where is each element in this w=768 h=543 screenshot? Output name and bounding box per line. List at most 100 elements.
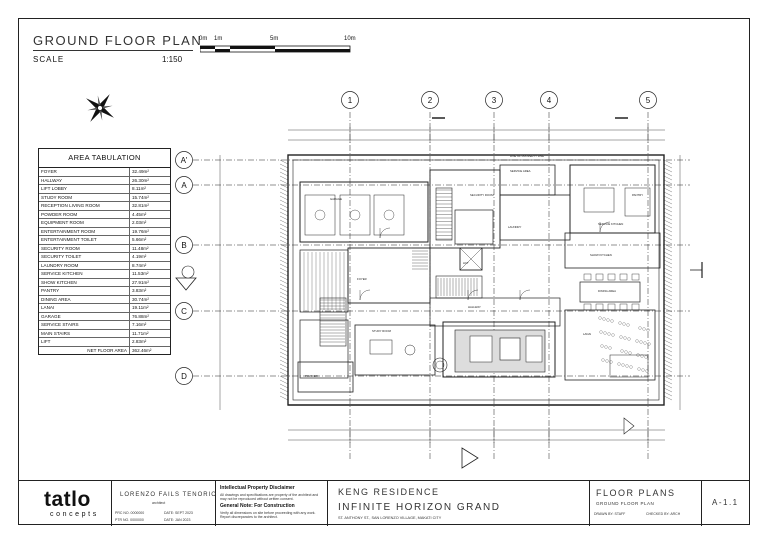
wall-hatch	[279, 235, 289, 241]
wall-hatch	[279, 231, 289, 237]
planting-dot	[628, 351, 632, 355]
gridline-bubble	[175, 302, 193, 320]
gridline-bubble	[175, 176, 193, 194]
wall-hatch	[663, 343, 673, 349]
laundry-room	[499, 194, 571, 241]
wall-hatch	[663, 247, 673, 253]
wall-hatch	[279, 359, 289, 365]
wall-hatch	[279, 207, 289, 213]
wall-hatch	[279, 375, 289, 381]
area-room-value: 8.11m²	[132, 186, 146, 191]
study-chair	[404, 344, 416, 356]
wall-hatch	[663, 315, 673, 321]
area-room-value: 3.83m²	[132, 288, 147, 293]
meta-field: DRAWN BY: STAFF	[594, 512, 626, 516]
powder-room	[297, 361, 354, 393]
service-stairs	[435, 187, 453, 241]
room-label: HALLWAY	[468, 305, 481, 309]
wall-hatch	[279, 351, 289, 357]
gridline-bubble	[639, 91, 657, 109]
lanai	[564, 309, 656, 381]
wall-hatch	[663, 159, 673, 165]
gridline-label: 5	[646, 96, 651, 105]
planting-dot	[617, 362, 621, 366]
ip-disclaimer-title: Intellectual Property Disclaimer	[220, 485, 295, 491]
area-tabulation-title: AREA TABULATION	[39, 149, 170, 168]
car-marker	[314, 209, 326, 221]
wall-hatch	[279, 343, 289, 349]
wall-hatch	[279, 171, 289, 177]
section-marker-icon	[175, 277, 197, 291]
project-cell: KENG RESIDENCE INFINITE HORIZON GRAND ST…	[328, 481, 590, 526]
planting-dot	[602, 317, 606, 321]
gridline-bubble	[421, 91, 439, 109]
round-table	[432, 357, 448, 373]
dining-chair	[619, 303, 628, 311]
planting-dot	[598, 316, 602, 320]
study-room	[354, 324, 436, 376]
area-room-name: SECURITY TOILET	[39, 253, 130, 261]
wall-hatch	[663, 167, 673, 173]
area-room-name: LIFT LOBBY	[39, 185, 130, 193]
wall-hatch	[663, 239, 673, 245]
planting-dot	[646, 328, 650, 332]
room-label: LAUNDRY	[508, 225, 521, 229]
planting-dot	[643, 341, 647, 345]
wall-hatch	[663, 183, 673, 189]
client-role: architect	[152, 501, 166, 505]
wall-hatch	[279, 259, 289, 265]
wall-hatch	[279, 199, 289, 205]
wall-hatch	[663, 279, 673, 285]
planting-dot	[625, 364, 629, 368]
wall-hatch	[663, 243, 673, 249]
dining-chair	[595, 273, 604, 281]
planting-dot	[609, 360, 613, 364]
door-swing	[519, 289, 531, 301]
area-room-value: 15.74m²	[132, 194, 149, 200]
wall-hatch	[663, 231, 673, 237]
wall-hatch	[279, 319, 289, 325]
wall-hatch	[279, 251, 289, 257]
car-outline	[304, 194, 336, 236]
planting-dot	[622, 322, 626, 326]
wall-hatch	[663, 375, 673, 381]
client-name: LORENZO FAILS TENORIO	[120, 492, 217, 498]
area-room-name: SERVICE KITCHEN	[39, 270, 130, 278]
wall-hatch	[279, 315, 289, 321]
firm-logo: tatlo	[44, 488, 91, 511]
ip-disclaimer-text: All drawings and specifications are prop…	[220, 493, 319, 501]
wall-hatch	[279, 159, 289, 165]
car-outline	[373, 194, 405, 236]
wall-hatch	[663, 259, 673, 265]
gridline-bubble	[341, 91, 359, 109]
wall-hatch	[663, 359, 673, 365]
room-label: LIFT	[463, 261, 469, 265]
wall-hatch	[663, 295, 673, 301]
wall-hatch	[279, 383, 289, 389]
dining-table	[579, 281, 641, 303]
wall-hatch	[279, 279, 289, 285]
meta-field: PRC NO. 0000000	[115, 511, 145, 515]
planting-dot	[635, 339, 639, 343]
coffee-table	[499, 337, 521, 361]
wall-hatch	[279, 223, 289, 229]
wall-hatch	[279, 163, 289, 169]
area-room-value: 8.74m²	[132, 262, 147, 268]
wall-hatch	[663, 255, 673, 261]
room-label: LANAI	[583, 332, 591, 336]
project-address: ST. ANTHONY ST., SAN LORENZO VILLAGE, MA…	[338, 516, 442, 520]
meta-field: DATE: SEPT 2023	[164, 511, 193, 515]
planting-dot	[644, 355, 648, 359]
wall-hatch	[663, 263, 673, 269]
dining-chair	[607, 273, 616, 281]
planting-dot	[603, 331, 607, 335]
north-arrow-icon	[86, 94, 114, 122]
wall-hatch	[663, 251, 673, 257]
area-room-name: POWDER ROOM	[39, 210, 130, 218]
